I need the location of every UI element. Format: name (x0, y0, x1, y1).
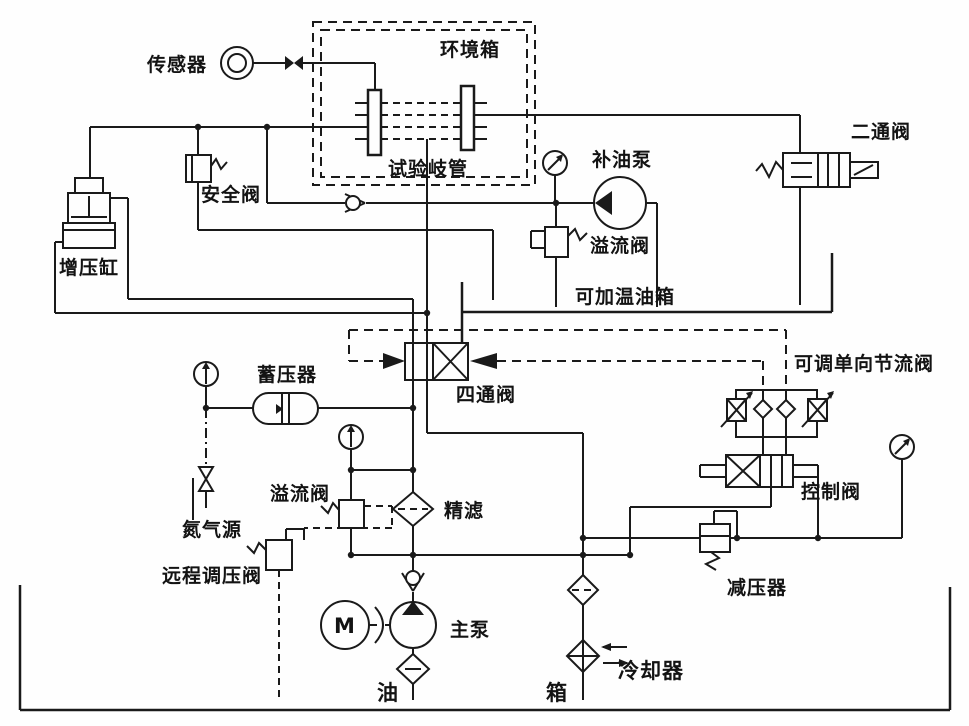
pressure-gauge-pump (338, 424, 364, 450)
test-manifold (355, 84, 487, 157)
junction-dots (194, 123, 822, 559)
pressure-gauge-control (889, 434, 915, 460)
heatable-tank-label: 可加温油箱 (575, 285, 675, 308)
test-manifold-label: 试验岐管 (388, 157, 468, 180)
relief-valve-top (530, 226, 588, 258)
safety-valve-label: 安全阀 (201, 183, 261, 206)
relief-valve-top-label: 溢流阀 (590, 234, 650, 257)
check-valve-pump (401, 570, 425, 592)
cooler-label: 冷却器 (618, 659, 684, 683)
supply-pump-label: 补油泵 (592, 148, 652, 171)
tank-label: 箱 (546, 681, 568, 705)
accumulator (252, 392, 319, 425)
sensor-label: 传感器 (146, 53, 207, 76)
suction-filter (395, 652, 431, 686)
pressure-gauge-feed (542, 150, 568, 176)
nitrogen-source-label: 氮气源 (182, 518, 242, 541)
return-filter (566, 573, 600, 607)
fine-filter (391, 490, 435, 528)
main-pump (389, 601, 437, 649)
pressure-sensor (220, 46, 303, 80)
adj-throttle-label: 可调单向节流阀 (794, 352, 934, 375)
pressure-reducer-label: 减压器 (727, 576, 787, 599)
adjustable-throttle-valve (720, 389, 834, 455)
relief-valve-main-label: 溢流阀 (270, 482, 330, 505)
electric-motor (320, 600, 390, 650)
pressure-reducer (699, 510, 738, 571)
motor-letter: M (334, 614, 356, 638)
control-valve (699, 454, 819, 488)
supply-pump (593, 176, 647, 230)
safety-valve (185, 154, 228, 183)
accumulator-label: 蓄压器 (257, 363, 317, 386)
labels-group: 传感器 环境箱 试验岐管 补油泵 二通阀 安全阀 增压缸 溢流阀 可加温油箱 蓄… (59, 38, 934, 705)
relief-valve-main (320, 499, 365, 529)
control-valve-label: 控制阀 (801, 480, 861, 503)
oil-label: 油 (377, 681, 399, 705)
pipes (18, 62, 952, 712)
four-way-valve-label: 四通阀 (456, 383, 516, 406)
two-way-valve-label: 二通阀 (851, 120, 911, 143)
four-way-valve (383, 342, 497, 381)
cooler (565, 638, 629, 674)
two-way-valve (755, 152, 879, 188)
main-pump-label: 主泵 (450, 619, 490, 641)
remote-pressure-valve (246, 528, 305, 571)
fine-filter-label: 精滤 (444, 499, 484, 522)
nitrogen-needle-valve (197, 466, 215, 492)
env-chamber-label: 环境箱 (440, 38, 500, 61)
pressure-gauge-accumulator (193, 361, 219, 387)
remote-pressure-valve-label: 远程调压阀 (162, 564, 262, 587)
check-valve-feed (344, 193, 366, 213)
booster-cylinder (62, 177, 116, 249)
environment-chamber (312, 21, 536, 186)
booster-cylinder-label: 增压缸 (59, 256, 119, 279)
pilot-lines (205, 329, 787, 697)
